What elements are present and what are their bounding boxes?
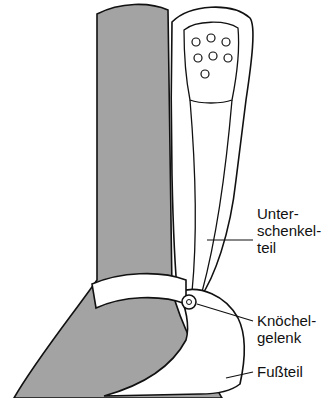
rivet-hole — [207, 34, 215, 42]
strut-edge — [202, 100, 232, 292]
rivet-hole — [192, 38, 200, 46]
part-label: Knöchel- gelenk — [257, 312, 316, 346]
part-label: Unter- schenkel- teil — [257, 205, 321, 256]
pad-plate — [184, 22, 239, 103]
shank-shell — [171, 7, 253, 300]
rivet-hole — [222, 38, 230, 46]
leader-line — [207, 239, 253, 240]
ankle-joint — [182, 295, 196, 309]
rivet-hole — [194, 54, 202, 62]
rivet-holes — [192, 34, 232, 78]
leader-line — [226, 372, 253, 378]
leader-line — [197, 304, 253, 321]
strut-edge — [190, 100, 195, 292]
foot-shell — [104, 290, 244, 396]
rivet-hole — [209, 52, 217, 60]
part-label: Fußteil — [257, 363, 303, 380]
ankle-strap — [92, 274, 186, 308]
rivet-hole — [224, 54, 232, 62]
rivet-hole — [201, 70, 209, 78]
joint-pin — [187, 300, 192, 305]
